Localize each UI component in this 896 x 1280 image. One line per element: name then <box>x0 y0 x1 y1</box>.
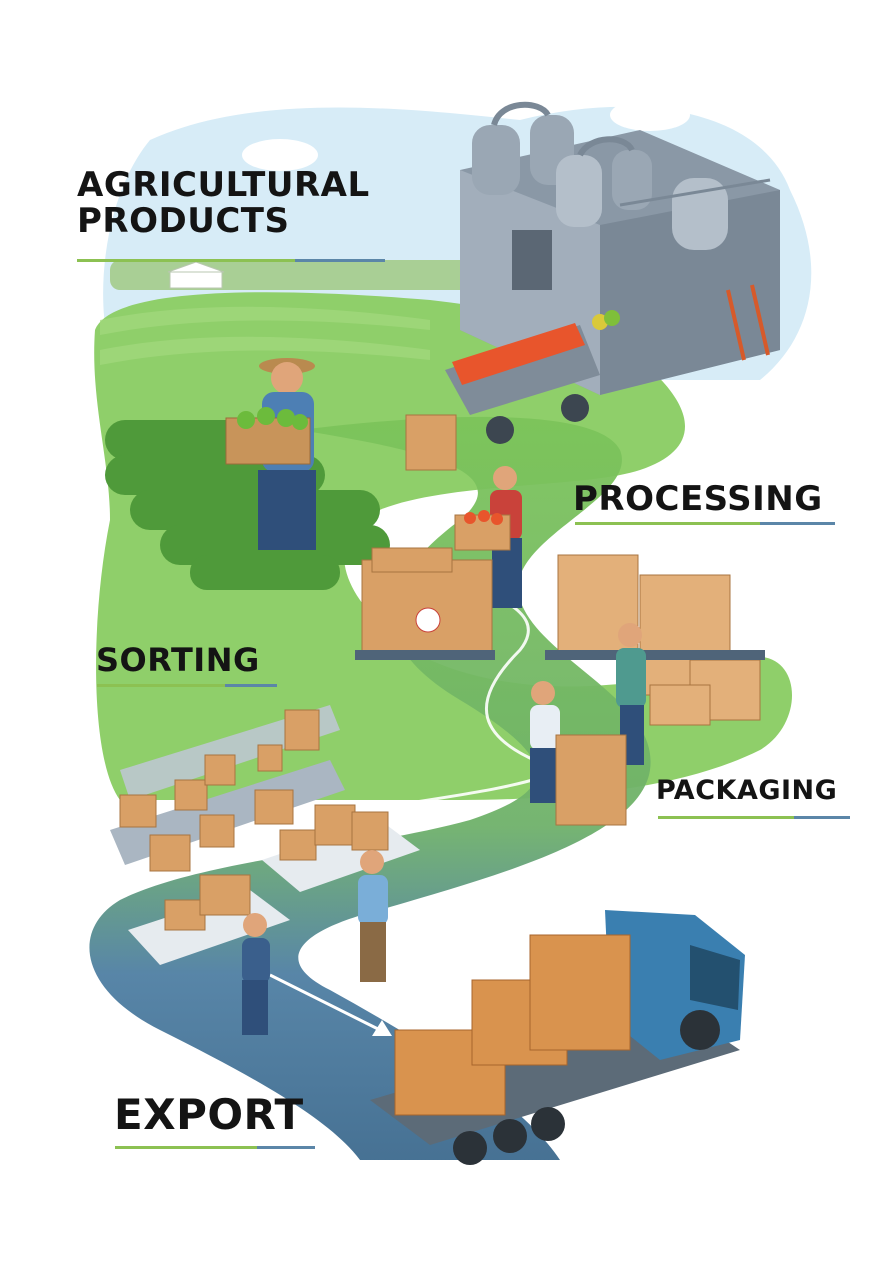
field-stripes <box>100 306 430 365</box>
pallet <box>545 650 765 660</box>
stage-title-processing: PROCESSING <box>573 479 823 519</box>
stage-underline-packaging <box>658 816 850 819</box>
stage-underline-agricultural <box>77 259 385 262</box>
tree-line <box>110 260 490 290</box>
boxes-icon <box>557 554 761 726</box>
worker-icon <box>358 850 388 982</box>
sorting-shelf <box>110 705 345 872</box>
farmer-icon <box>225 358 316 550</box>
farmhouse-icon <box>167 261 225 289</box>
stage-title-agricultural-products: AGRICULTURAL PRODUCTS <box>77 165 370 241</box>
arrow-icon <box>269 973 392 1036</box>
stage-title-line-1: AGRICULTURAL <box>77 165 370 205</box>
pallet <box>355 650 495 660</box>
boxes-icon <box>361 547 493 656</box>
stage-title-packaging: PACKAGING <box>656 775 838 806</box>
truck-icon <box>370 910 745 1165</box>
worker-icon <box>454 466 522 608</box>
stage-underline-export <box>115 1146 315 1149</box>
worker-icon <box>530 681 627 826</box>
worker-icon <box>242 913 270 1035</box>
cloud-icon <box>242 99 690 171</box>
stage-underline-sorting <box>97 684 277 687</box>
stage-underline-processing <box>575 522 835 525</box>
stage-title-export: EXPORT <box>114 1090 304 1139</box>
sorting-table <box>128 804 420 965</box>
stage-title-line-2: PRODUCTS <box>77 200 290 241</box>
crate <box>405 414 457 471</box>
produce-bin <box>445 310 620 444</box>
ladder-icon <box>726 284 770 361</box>
factory-icon <box>460 101 780 395</box>
stage-title-sorting: SORTING <box>96 641 260 679</box>
